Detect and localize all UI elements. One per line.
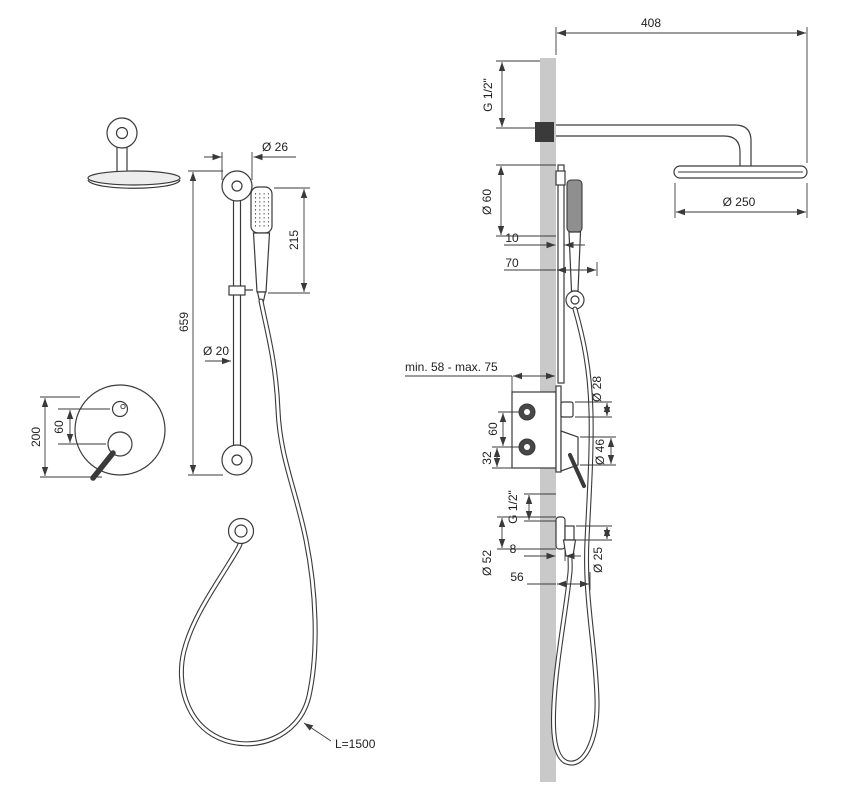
dim-label-dia250: Ø 250 xyxy=(723,195,756,209)
outlet-nipple xyxy=(564,525,575,541)
dim-install-depth: min. 58 - max. 75 xyxy=(405,360,555,392)
shower-head-disc xyxy=(87,170,181,186)
dim-inlet-bottom: 32 xyxy=(480,448,512,469)
dim-hose-length: L=1500 xyxy=(303,722,376,751)
mixer-knob xyxy=(107,431,133,457)
dim-knob-large: Ø 46 xyxy=(580,436,616,466)
side-view: 408 G 1/2" Ø 250 Ø 60 xyxy=(405,16,808,782)
dim-handshower-offset: 70 xyxy=(504,256,598,276)
rail-bar xyxy=(232,175,242,469)
dimensions-side: 408 G 1/2" Ø 250 Ø 60 xyxy=(405,16,808,590)
dim-label-depth: min. 58 - max. 75 xyxy=(405,360,498,374)
dim-label-56: 56 xyxy=(510,570,524,584)
dim-outlet-flange: Ø 52 xyxy=(480,516,556,576)
dim-label-70: 70 xyxy=(505,256,519,270)
dim-outlet-thread: G 1/2" xyxy=(506,490,556,524)
dim-rail-length: 659 xyxy=(177,170,223,476)
dim-handshower-height: 215 xyxy=(268,187,310,294)
mixer-plate xyxy=(74,384,166,476)
dim-outlet-height: 56 xyxy=(510,570,591,590)
dim-label-dia60: Ø 60 xyxy=(480,189,494,215)
dim-rail-offset: 10 xyxy=(504,231,585,249)
dim-label-dia25: Ø 25 xyxy=(591,547,605,573)
handshower-head-side xyxy=(566,179,583,233)
diverter-knob xyxy=(111,400,129,418)
dim-bracket-diameter: Ø 60 xyxy=(480,164,556,237)
shower-hose-side xyxy=(550,306,600,766)
dim-label-408: 408 xyxy=(641,16,661,30)
overhead-shower-front xyxy=(87,117,181,189)
dim-inlet-spacing: 60 xyxy=(486,411,519,448)
dim-label-dia20: Ø 20 xyxy=(203,344,229,358)
dim-head-diameter: Ø 250 xyxy=(674,183,808,218)
mixer-trim-front xyxy=(74,384,166,481)
dim-label-10: 10 xyxy=(505,231,519,245)
dim-label-g12-bottom: G 1/2" xyxy=(506,490,520,524)
mixer-lever-side xyxy=(568,453,586,488)
overhead-head-side xyxy=(673,165,808,179)
dim-label-g12-top: G 1/2" xyxy=(481,78,495,112)
handshower-handle-side xyxy=(568,231,582,292)
dim-knob-spacing: 60 xyxy=(52,408,110,445)
dim-label-60-side: 60 xyxy=(486,422,500,436)
hand-shower-front xyxy=(250,186,273,302)
dim-label-659: 659 xyxy=(177,312,191,332)
dim-label-dia46: Ø 46 xyxy=(593,439,607,465)
dim-knob-small: Ø 28 xyxy=(575,376,612,418)
arm-wall-flange xyxy=(535,122,554,142)
mixer-side xyxy=(511,385,586,488)
mixer-lever xyxy=(90,450,116,481)
rough-in-box xyxy=(511,391,557,469)
dim-rail-diameter: Ø 20 xyxy=(203,344,231,365)
dim-label-32: 32 xyxy=(480,451,494,465)
dim-arm-reach: 408 xyxy=(555,16,808,163)
dim-outlet-nipple: Ø 25 xyxy=(576,525,612,573)
dim-label-215: 215 xyxy=(287,230,301,250)
dimensions-front: Ø 26 215 659 Ø 20 xyxy=(29,140,376,751)
dim-label-dia28: Ø 28 xyxy=(590,376,604,402)
front-view: Ø 26 215 659 Ø 20 xyxy=(29,117,376,751)
wall-outlet-side xyxy=(555,516,577,557)
dim-label-hose-length: L=1500 xyxy=(335,737,376,751)
rail-bracket-side xyxy=(555,170,566,186)
shower-arm-side xyxy=(535,122,752,166)
rail-side xyxy=(557,164,565,384)
rail-slider xyxy=(228,285,246,296)
dim-outlet-projection: 8 xyxy=(510,542,581,561)
dim-label-8: 8 xyxy=(510,542,517,556)
dim-arm-thread: G 1/2" xyxy=(481,60,540,129)
hand-shower-side xyxy=(565,179,585,310)
shower-hose-front xyxy=(178,298,318,747)
slide-rail-side xyxy=(555,164,566,384)
dim-mixer-height: 200 xyxy=(29,396,102,478)
trim-plate-side xyxy=(555,385,562,473)
dim-label-60-front: 60 xyxy=(52,420,66,434)
handshower-handle xyxy=(252,232,271,293)
dim-label-200: 200 xyxy=(29,427,43,447)
slide-rail-front xyxy=(221,170,253,476)
dim-rail-top-diameter: Ø 26 xyxy=(204,140,296,180)
dim-label-dia52: Ø 52 xyxy=(480,550,494,576)
dim-label-dia26: Ø 26 xyxy=(262,140,288,154)
diverter-knob-side xyxy=(560,401,574,418)
